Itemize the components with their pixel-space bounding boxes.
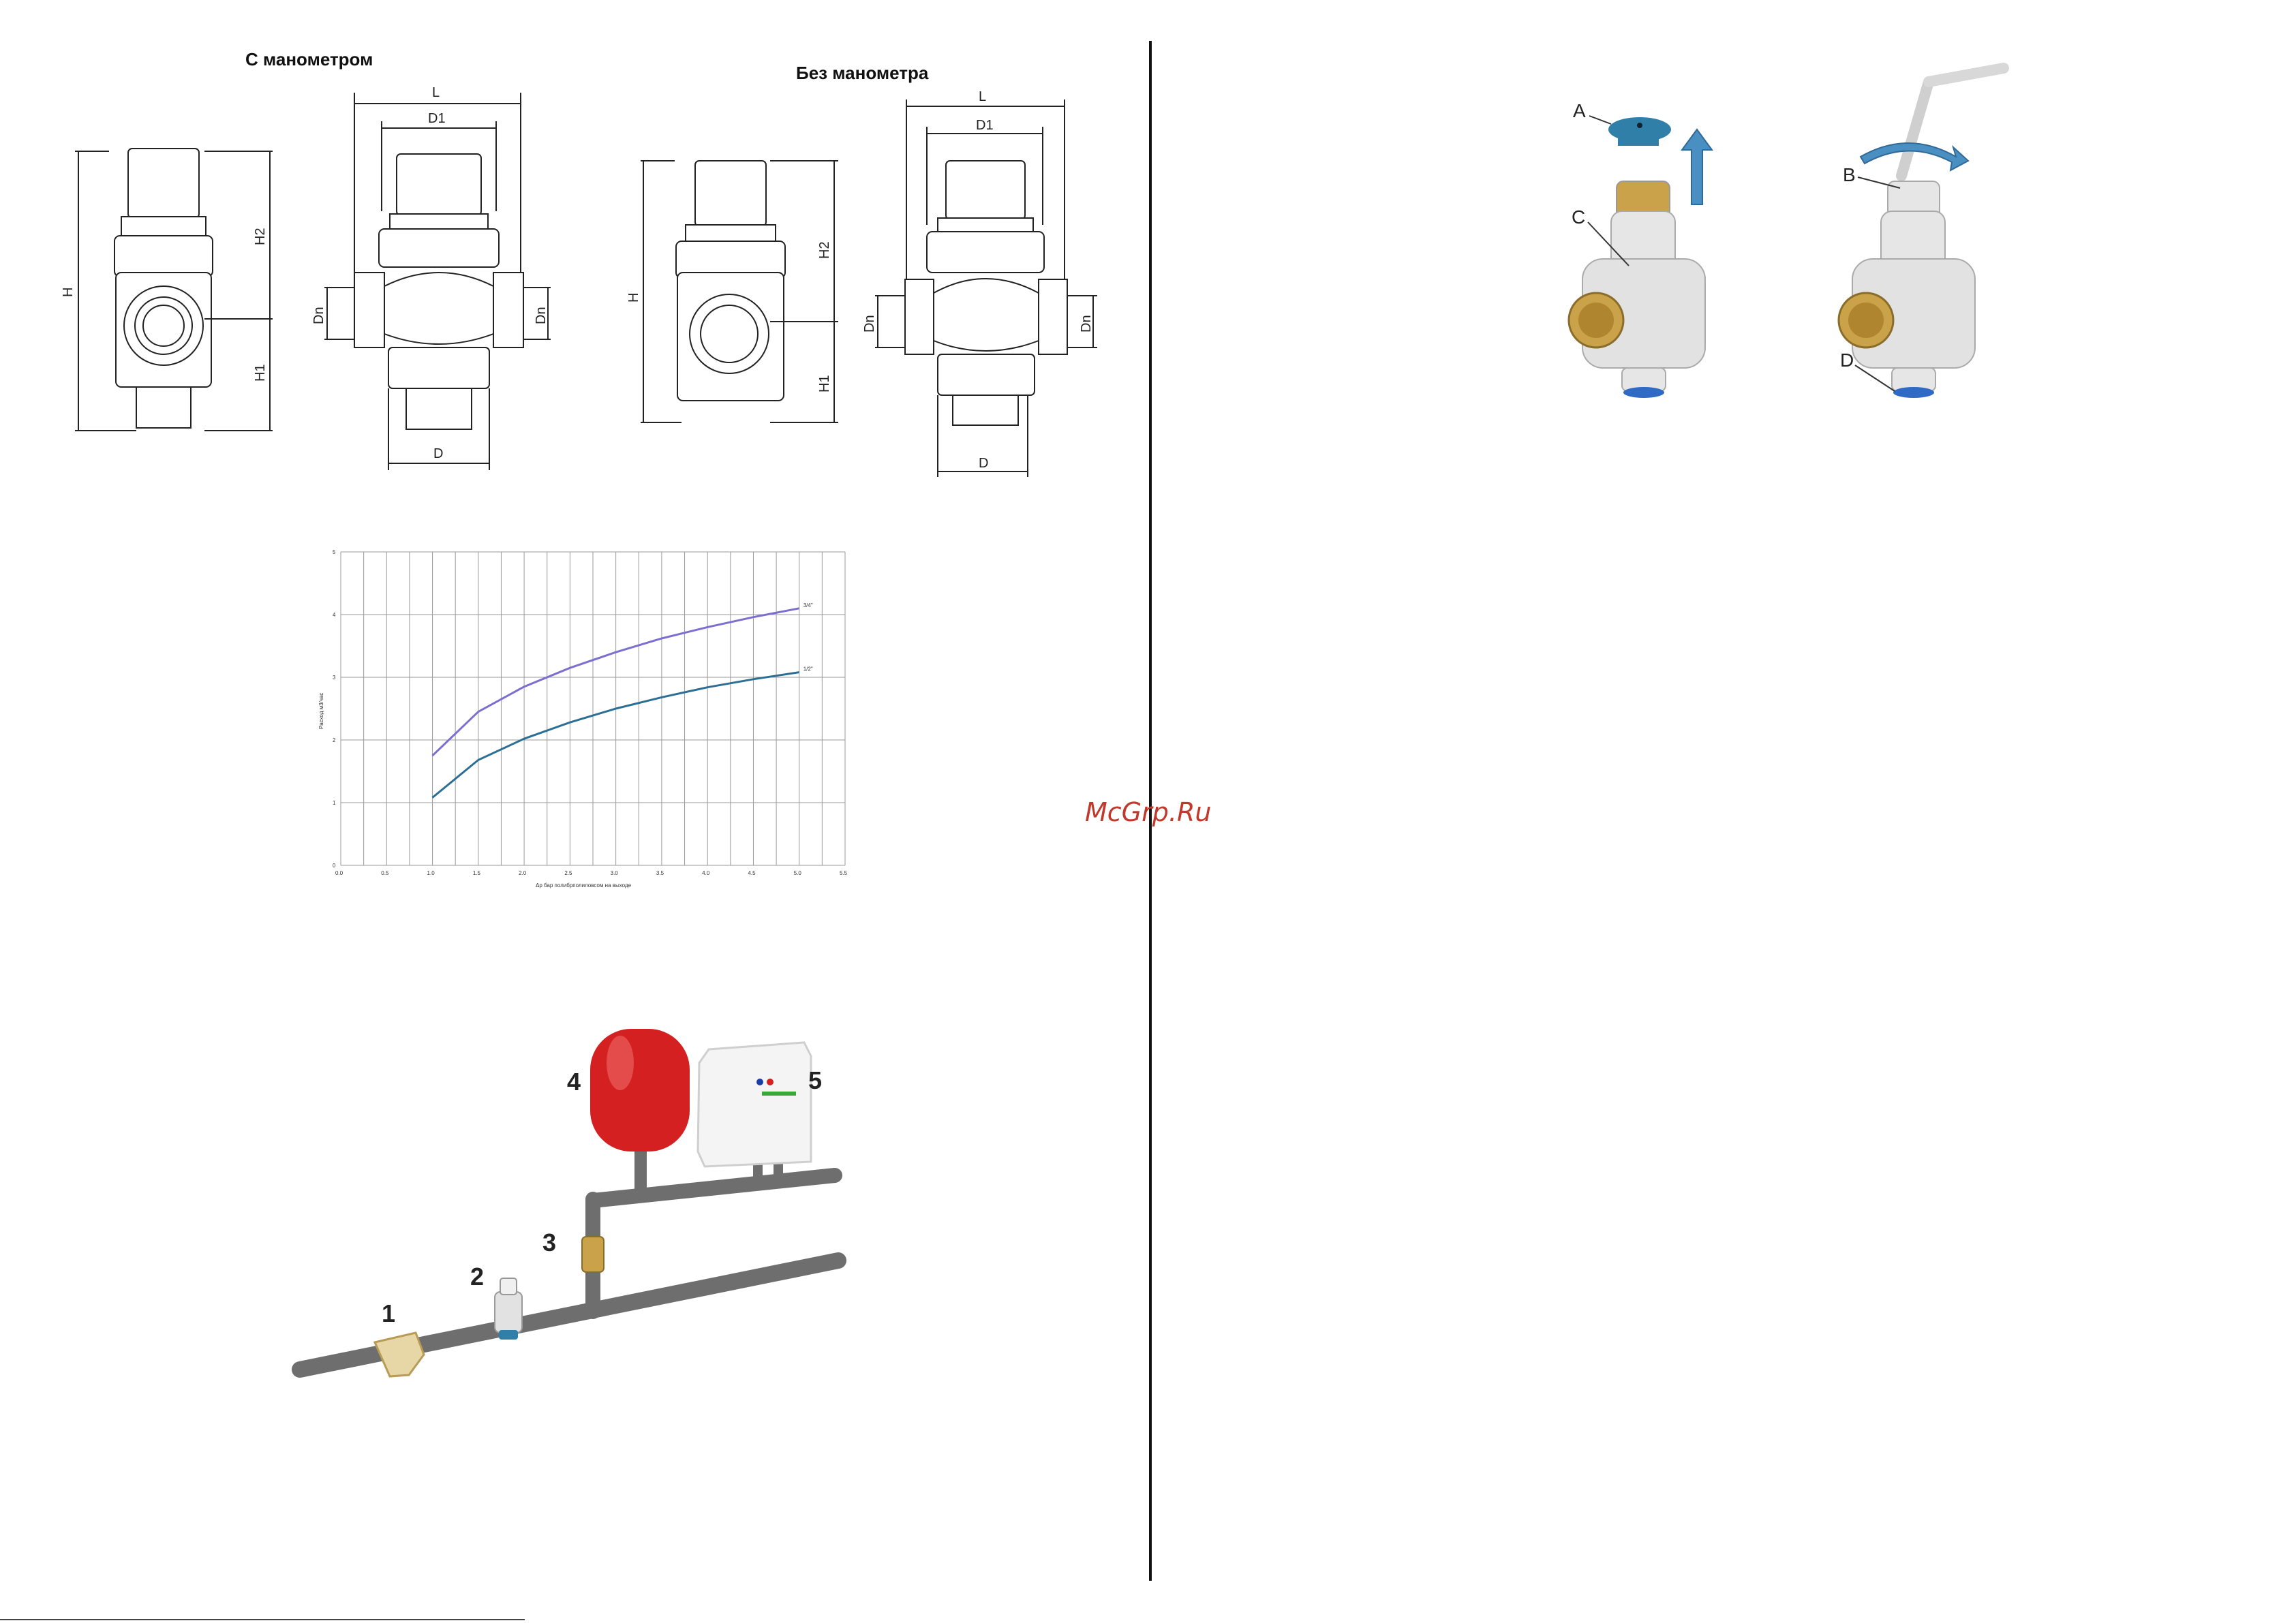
dim-label-H1-1: H1 [253, 364, 268, 382]
dim-label-D-1: D [433, 446, 443, 461]
dim-label-H2-2: H2 [817, 241, 832, 259]
x-tick-label: 4.0 [702, 870, 710, 876]
y-tick-label: 4 [333, 612, 336, 618]
x-tick-label: 2.5 [564, 870, 572, 876]
scheme-label-2: 2 [470, 1263, 484, 1290]
valve-hex-key-adjust [1839, 68, 2004, 398]
label-D: D [1840, 350, 1854, 371]
x-tick-label: 0.5 [381, 870, 389, 876]
dim-label-H-2: H [626, 293, 641, 303]
valve-cap-removal [1569, 116, 1712, 398]
label-B: B [1843, 164, 1856, 185]
x-tick-label: 5.0 [794, 870, 802, 876]
dim-label-L-1: L [432, 85, 440, 100]
x-tick-label: 3.5 [656, 870, 664, 876]
dim-label-H1-2: H1 [817, 375, 832, 392]
y-tick-label: 1 [333, 800, 336, 806]
dim-label-D1-1: D1 [428, 111, 446, 126]
chart-y-axis-label: Расход м3/час [318, 693, 324, 729]
y-tick-label: 0 [333, 863, 336, 869]
series-label: 1/2" [803, 666, 813, 673]
valve-front-with-gauge [75, 149, 273, 431]
bottom-rule [0, 1619, 525, 1620]
x-tick-label: 1.5 [473, 870, 481, 876]
dim-label-H-1: H [61, 288, 76, 297]
water-heater-unit [698, 1042, 811, 1166]
flow-rate-chart: 3/4" 1/2" 0.0 0.5 1.0 1.5 2.0 2.5 3.0 3.5 4.0 4.5 5… [300, 538, 859, 893]
scheme-label-5: 5 [808, 1066, 822, 1094]
y-tick-label: 5 [333, 549, 336, 555]
valve-side-without-gauge [875, 99, 1097, 477]
chart-grid [341, 552, 845, 865]
label-C: C [1572, 206, 1585, 228]
rotate-arrow-icon [1861, 143, 1968, 170]
dim-label-L-2: L [979, 89, 986, 104]
x-tick-label: 4.5 [748, 870, 756, 876]
chart-x-axis-label: Δp бар полибрполиловсом на выходе [536, 882, 632, 888]
x-tick-label: 2.0 [519, 870, 527, 876]
scheme-label-4: 4 [567, 1068, 581, 1096]
scheme-label-3: 3 [542, 1228, 556, 1256]
dim-label-D1-2: D1 [976, 118, 994, 133]
upper-pipe [593, 1175, 835, 1201]
strainer-filter [375, 1333, 424, 1376]
dimension-drawings: H2 H1 H L D1 Dn Dn D H2 H1 H L D1 Dn Dn … [0, 0, 1145, 491]
x-tick-label: 0.0 [335, 870, 343, 876]
installation-scheme: 1 2 3 4 5 [273, 1022, 886, 1404]
x-tick-label: 5.5 [840, 870, 848, 876]
valve-front-without-gauge [641, 161, 838, 422]
dim-label-Dn-2b: Dn [1079, 315, 1094, 333]
scheme-label-1: 1 [382, 1299, 395, 1327]
y-tick-label: 2 [333, 737, 336, 743]
dim-label-Dn-1a: Dn [311, 307, 326, 324]
adjustment-illustrations: A B C D [1540, 55, 2017, 409]
watermark: McGrp.Ru [1085, 797, 1211, 827]
dim-label-H2-1: H2 [253, 228, 268, 245]
pressure-reducer-valve [495, 1278, 522, 1340]
chart-series: 3/4" 1/2" [433, 602, 813, 798]
x-tick-label: 1.0 [427, 870, 435, 876]
x-tick-label: 3.0 [611, 870, 619, 876]
hex-key [1901, 82, 1929, 176]
y-tick-label: 3 [333, 675, 336, 681]
dim-label-D-2: D [979, 456, 988, 471]
up-arrow-icon [1682, 129, 1712, 204]
series-label: 3/4" [803, 602, 813, 608]
brass-fitting [582, 1237, 604, 1272]
dim-label-Dn-1b: Dn [534, 307, 549, 324]
label-A: A [1573, 100, 1586, 121]
expansion-tank [590, 1029, 690, 1151]
valve-side-with-gauge [324, 93, 551, 470]
dim-label-Dn-2a: Dn [862, 315, 877, 333]
